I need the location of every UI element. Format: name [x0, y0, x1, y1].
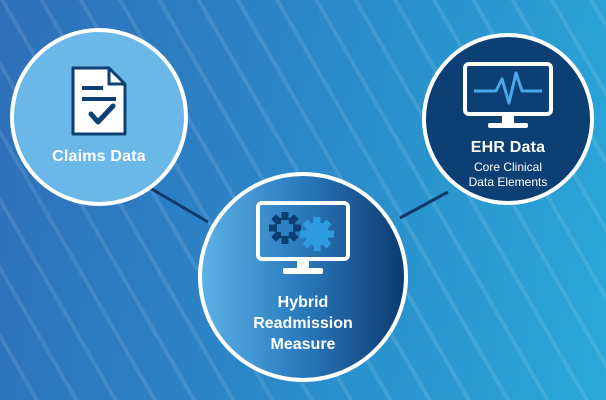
- document-check-icon: [71, 66, 127, 136]
- heartbeat-monitor-icon: [463, 62, 553, 128]
- gear-icon: [269, 212, 301, 244]
- gear-icon-secondary: [300, 217, 334, 251]
- ehr-data-label: EHR Data: [470, 139, 546, 156]
- ehr-data-node: EHR Data Core Clinical Data Elements: [422, 33, 594, 205]
- hybrid-label-line3: Measure: [270, 336, 336, 353]
- claims-data-node: Claims Data: [10, 28, 188, 206]
- claims-data-label: Claims Data: [52, 148, 146, 165]
- hybrid-label-line1: Hybrid: [277, 294, 329, 311]
- connector-claims-hybrid: [149, 186, 209, 224]
- connector-ehr-hybrid: [399, 190, 449, 220]
- ehr-subtitle-line1: Core Clinical: [473, 160, 543, 174]
- ehr-subtitle-line2: Data Elements: [468, 175, 548, 189]
- hybrid-label-line2: Readmission: [253, 315, 353, 332]
- hybrid-readmission-node: Hybrid Readmission Measure: [198, 172, 408, 382]
- monitor-gears-icon: [256, 201, 350, 274]
